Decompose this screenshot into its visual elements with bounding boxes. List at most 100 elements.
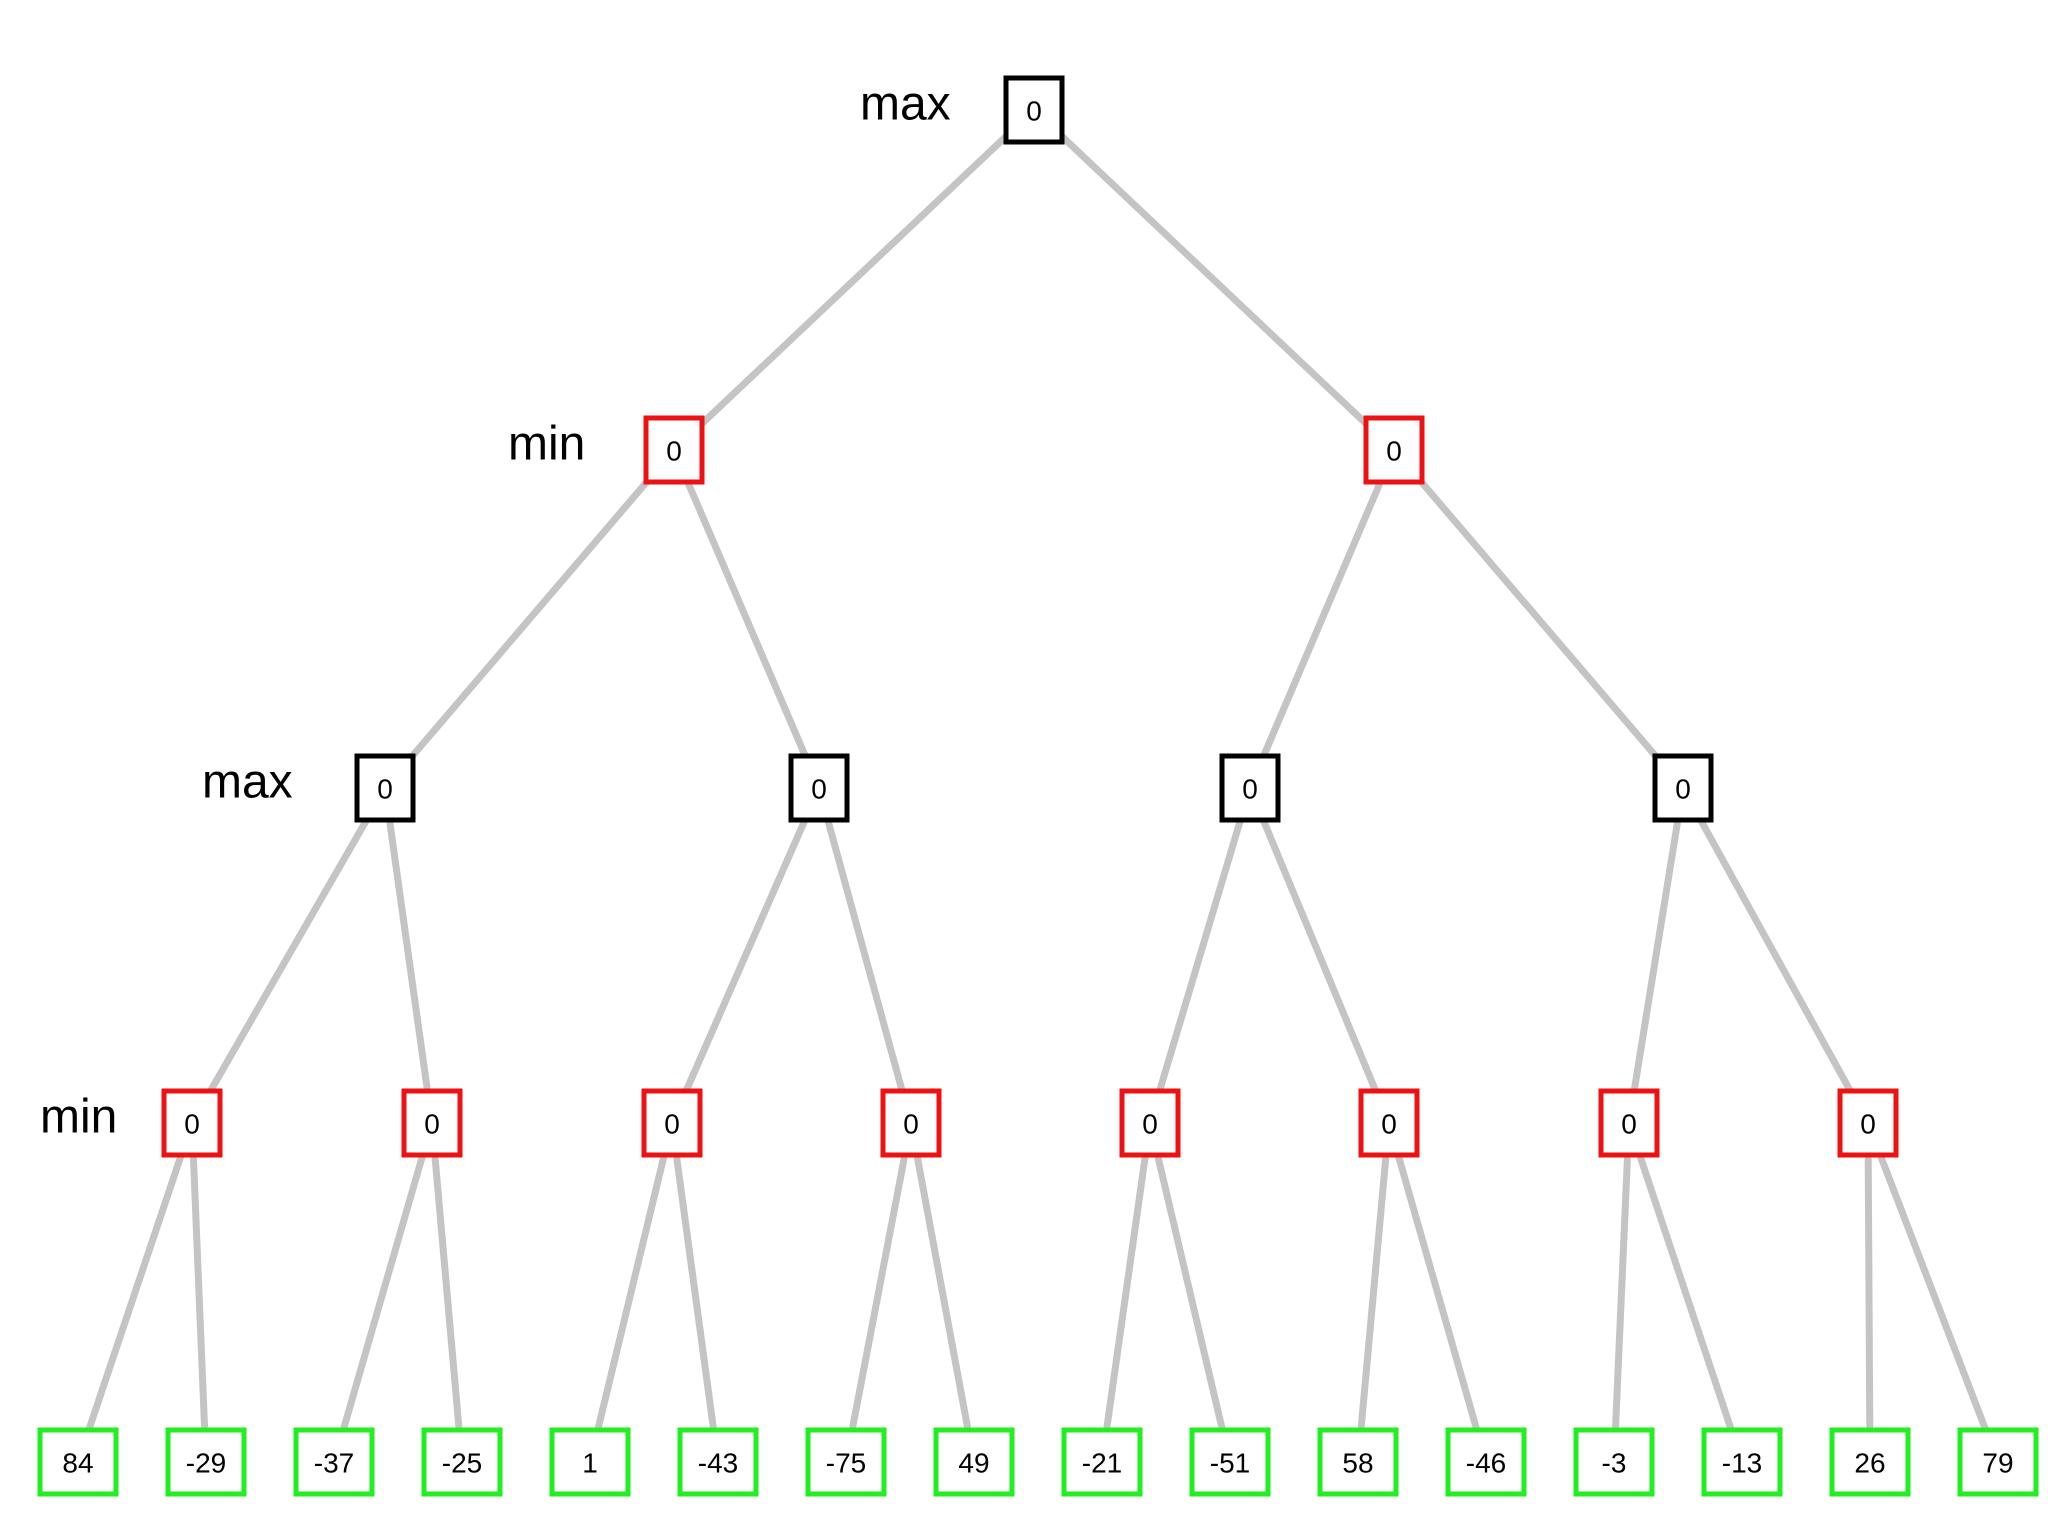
node-box — [1358, 1088, 1420, 1158]
node-value: -3 — [1602, 1448, 1627, 1479]
tree-edge — [340, 1154, 426, 1431]
min-node: 0 — [1119, 1088, 1181, 1158]
node-value: -29 — [186, 1448, 226, 1479]
tree-edge — [684, 479, 809, 759]
tree-edge — [1154, 1154, 1226, 1431]
node-value: 0 — [1242, 774, 1258, 805]
node-value: -43 — [698, 1448, 738, 1479]
node-value: 0 — [1381, 1109, 1397, 1140]
node-value: 0 — [664, 1109, 680, 1140]
leaf-node: -75 — [805, 1427, 887, 1497]
node-box — [293, 1427, 375, 1497]
tree-edge — [1413, 473, 1664, 765]
tree-edge — [682, 817, 809, 1094]
node-box — [1219, 753, 1281, 823]
tree-edge — [914, 1154, 971, 1431]
tree-edge — [404, 473, 655, 765]
leaf-node: 84 — [37, 1427, 119, 1497]
node-box — [1445, 1427, 1527, 1497]
tree-edge — [1877, 1153, 1989, 1432]
tree-edge — [1636, 1153, 1735, 1432]
leaf-node: -21 — [1061, 1427, 1143, 1497]
node-value: -46 — [1466, 1448, 1506, 1479]
leaf-node: 79 — [1957, 1427, 2039, 1497]
tree-edge — [849, 1154, 908, 1431]
node-value: -37 — [314, 1448, 354, 1479]
leaf-node: -43 — [677, 1427, 759, 1497]
node-box — [1829, 1427, 1911, 1497]
node-value: 0 — [1621, 1109, 1637, 1140]
node-value: 49 — [958, 1448, 989, 1479]
leaf-node: 58 — [1317, 1427, 1399, 1497]
node-value: 0 — [1026, 96, 1042, 127]
node-value: 26 — [1854, 1448, 1885, 1479]
leaf-node: -3 — [1573, 1427, 1655, 1497]
min-node: 0 — [1598, 1088, 1660, 1158]
node-box — [421, 1427, 503, 1497]
node-value: -13 — [1722, 1448, 1762, 1479]
min-node: 0 — [1837, 1088, 1899, 1158]
node-value: 0 — [666, 436, 682, 467]
node-box — [1837, 1088, 1899, 1158]
leaf-node: -51 — [1189, 1427, 1271, 1497]
node-value: 79 — [1982, 1448, 2013, 1479]
min-node: 0 — [641, 1088, 703, 1158]
node-box — [641, 1088, 703, 1158]
tree-edge — [1260, 479, 1384, 759]
tree-edge — [1056, 131, 1372, 429]
node-value: 0 — [184, 1109, 200, 1140]
tree-edge — [594, 1154, 668, 1431]
tree-edge — [431, 1155, 463, 1430]
node-value: 0 — [903, 1109, 919, 1140]
min-node: 0 — [880, 1088, 942, 1158]
node-box — [1573, 1427, 1655, 1497]
node-value: 0 — [1386, 436, 1402, 467]
node-box — [1003, 75, 1065, 145]
leaf-node: -37 — [293, 1427, 375, 1497]
level-label-min: min — [508, 418, 585, 471]
leaf-node: -29 — [165, 1427, 247, 1497]
tree-edge — [386, 820, 431, 1091]
node-box — [354, 753, 416, 823]
level-label-max: max — [860, 78, 951, 131]
node-value: -21 — [1082, 1448, 1122, 1479]
min-node: 0 — [1363, 415, 1425, 485]
node-box — [805, 1427, 887, 1497]
tree-edge — [1395, 1154, 1480, 1431]
leaf-node: 1 — [549, 1427, 631, 1497]
tree-edge — [825, 819, 905, 1092]
node-box — [1652, 753, 1714, 823]
node-value: 1 — [582, 1448, 598, 1479]
tree-edge — [189, 1155, 209, 1430]
node-box — [1598, 1088, 1660, 1158]
min-node: 0 — [161, 1088, 223, 1158]
node-value: 0 — [1860, 1109, 1876, 1140]
node-box — [165, 1427, 247, 1497]
node-box — [401, 1088, 463, 1158]
node-box — [1061, 1427, 1143, 1497]
max-node: 0 — [1652, 753, 1714, 823]
node-value: 84 — [62, 1448, 93, 1479]
tree-edge — [1631, 820, 1681, 1091]
tree-edge — [1696, 816, 1855, 1095]
level-label-max: max — [202, 756, 293, 809]
min-node: 0 — [401, 1088, 463, 1158]
node-value: 0 — [377, 774, 393, 805]
leaf-node: 26 — [1829, 1427, 1911, 1497]
tree-edge — [206, 815, 371, 1096]
max-node: 0 — [1003, 75, 1065, 145]
tree-edge — [696, 131, 1012, 429]
tree-edge — [1357, 1155, 1390, 1430]
node-box — [1119, 1088, 1181, 1158]
max-node: 0 — [788, 753, 850, 823]
node-value: 0 — [1675, 774, 1691, 805]
node-value: -75 — [826, 1448, 866, 1479]
tree-edge — [1103, 1155, 1149, 1430]
tree-edge — [673, 1155, 717, 1430]
node-box — [788, 753, 850, 823]
node-value: 0 — [424, 1109, 440, 1140]
node-box — [1957, 1427, 2039, 1497]
node-box — [643, 415, 705, 485]
max-node: 0 — [354, 753, 416, 823]
